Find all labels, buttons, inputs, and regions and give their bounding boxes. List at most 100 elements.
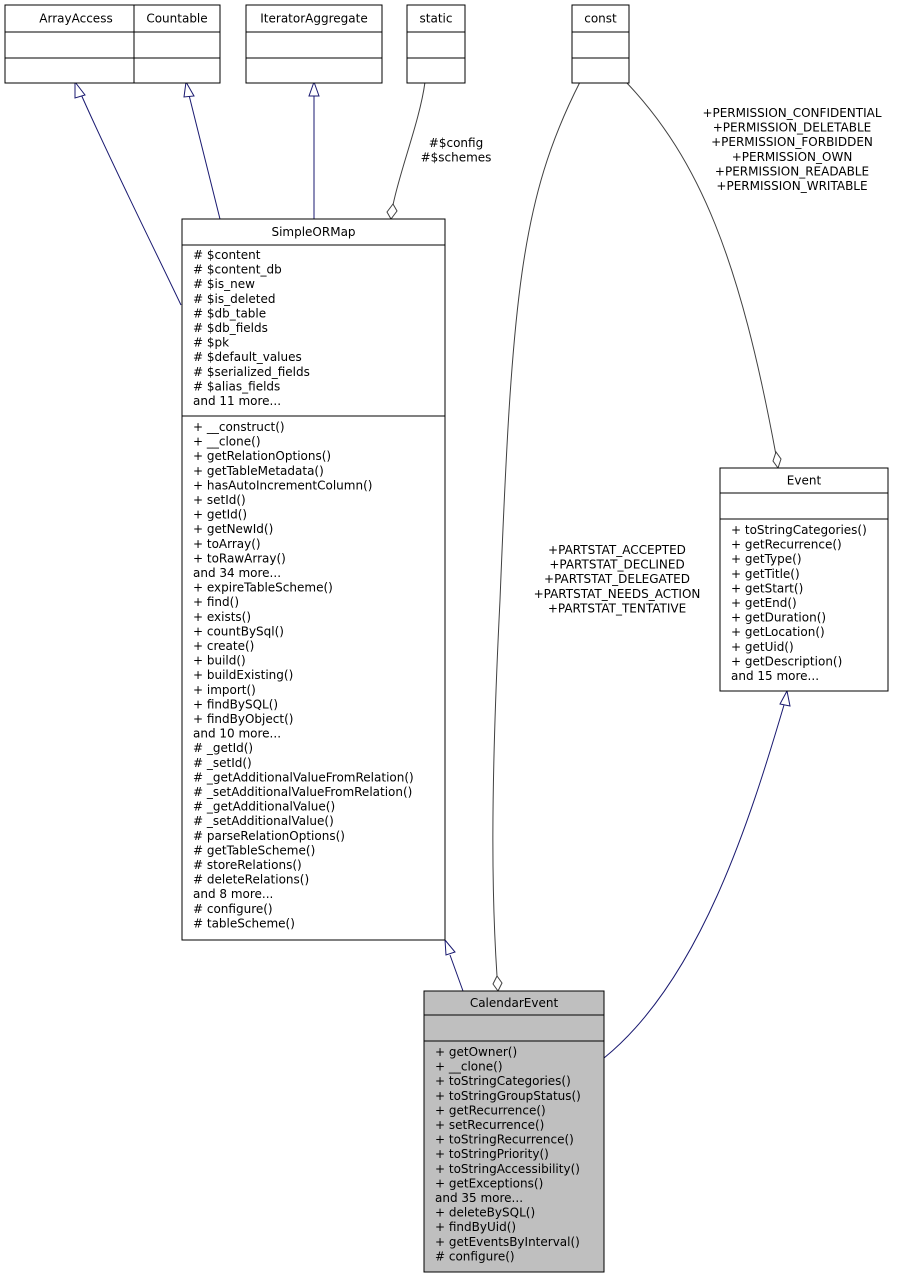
class-method: + create(): [193, 639, 254, 653]
class-method: + hasAutoIncrementColumn(): [193, 478, 372, 492]
class-method: # _setId(): [193, 756, 252, 770]
class-method: + getRecurrence(): [435, 1103, 546, 1117]
class-method: # configure(): [435, 1249, 515, 1263]
class-attribute: # $alias_fields: [193, 379, 280, 393]
arrow-arrayaccess: [74, 80, 86, 99]
class-method: + expireTableScheme(): [193, 581, 333, 595]
class-method: + __clone(): [193, 435, 261, 449]
edge-simpleormap-arrayaccess: [79, 91, 182, 306]
class-method: + toStringCategories(): [731, 523, 867, 537]
class-method: # deleteRelations(): [193, 873, 309, 887]
class-const[interactable]: const: [571, 4, 630, 84]
class-name: const: [584, 12, 617, 26]
class-name: CalendarEvent: [470, 996, 559, 1010]
class-method: and 10 more...: [193, 727, 281, 741]
class-method: + getLocation(): [731, 625, 825, 639]
class-method: # _setAdditionalValueFromRelation(): [193, 785, 412, 799]
class-method: # storeRelations(): [193, 858, 302, 872]
arrow-countable: [183, 80, 195, 98]
class-method: + toStringPriority(): [435, 1147, 549, 1161]
class-event[interactable]: Event+ toStringCategories()+ getRecurren…: [719, 467, 889, 692]
edge-const-calendarevent: [492, 81, 581, 977]
class-method: + exists(): [193, 610, 251, 624]
class-name: ArrayAccess: [39, 12, 112, 26]
class-method: # parseRelationOptions(): [193, 829, 345, 843]
edge-label: +PERMISSION_WRITABLE: [716, 179, 867, 193]
class-box: [719, 467, 889, 692]
class-method: + getOwner(): [435, 1045, 517, 1059]
edge-labels: #$config#$schemes+PERMISSION_CONFIDENTIA…: [421, 106, 882, 615]
arrow-iterator: [308, 80, 320, 97]
class-box: [571, 4, 630, 84]
class-box: [133, 4, 221, 84]
class-box: [245, 4, 383, 84]
class-method: + toArray(): [193, 537, 261, 551]
class-method: + toStringAccessibility(): [435, 1162, 580, 1176]
class-arrayaccess[interactable]: ArrayAccess: [4, 4, 148, 84]
edges: [74, 80, 791, 1059]
class-method: + deleteBySQL(): [435, 1206, 535, 1220]
class-method: + getStart(): [731, 581, 803, 595]
class-method: + getExceptions(): [435, 1176, 543, 1190]
class-box: [406, 4, 466, 84]
class-attribute: # $content_db: [193, 263, 282, 277]
class-method: + toStringRecurrence(): [435, 1133, 574, 1147]
class-iteratoraggregate[interactable]: IteratorAggregate: [245, 4, 383, 84]
class-method: + toStringGroupStatus(): [435, 1089, 581, 1103]
class-method: + getDescription(): [731, 654, 842, 668]
class-method: # _setAdditionalValue(): [193, 814, 334, 828]
diamond-static: [386, 203, 398, 220]
class-method: + getTitle(): [731, 567, 800, 581]
edge-label: #$config: [429, 136, 483, 150]
class-method: + getType(): [731, 552, 802, 566]
class-method: + getUid(): [731, 640, 794, 654]
class-box: [181, 218, 446, 941]
edge-calendarevent-simpleormap: [449, 954, 464, 992]
class-method: # getTableScheme(): [193, 843, 315, 857]
edge-label: +PARTSTAT_TENTATIVE: [548, 601, 686, 615]
class-attribute: # $content: [193, 248, 261, 262]
class-method: + findBySQL(): [193, 697, 278, 711]
class-method: # tableScheme(): [193, 916, 295, 930]
class-attribute: # $serialized_fields: [193, 365, 310, 379]
edge-static-simpleormap: [392, 81, 426, 206]
class-attribute: # $default_values: [193, 350, 302, 364]
class-method: and 8 more...: [193, 887, 273, 901]
class-method: + getEnd(): [731, 596, 797, 610]
class-method: + __clone(): [435, 1060, 503, 1074]
edge-label: +PARTSTAT_DECLINED: [549, 558, 684, 572]
class-method: + getDuration(): [731, 611, 826, 625]
arrow-event: [779, 689, 791, 707]
class-method: # _getAdditionalValue(): [193, 800, 335, 814]
class-name: Countable: [146, 12, 207, 26]
class-countable[interactable]: Countable: [133, 4, 221, 84]
class-name: IteratorAggregate: [260, 12, 367, 26]
edge-const-event: [625, 81, 777, 456]
arrow-simpleormap: [444, 938, 456, 956]
class-name: SimpleORMap: [271, 225, 355, 239]
class-method: + buildExisting(): [193, 668, 293, 682]
class-method: + findByObject(): [193, 712, 293, 726]
class-method: + build(): [193, 654, 246, 668]
diamond-event: [772, 450, 782, 470]
class-method: + getRelationOptions(): [193, 449, 331, 463]
class-method: and 34 more...: [193, 566, 281, 580]
class-method: + findByUid(): [435, 1220, 516, 1234]
edge-label: +PERMISSION_OWN: [732, 150, 853, 164]
edge-label: #$schemes: [421, 151, 492, 165]
class-simpleormap[interactable]: SimpleORMap# $content# $content_db# $is_…: [181, 218, 446, 941]
class-static[interactable]: static: [406, 4, 466, 84]
class-calendarevent[interactable]: CalendarEvent + getOwner()+ __clone() + to…: [423, 990, 605, 1273]
class-method: + getTableMetadata(): [193, 464, 324, 478]
edge-label: +PERMISSION_DELETABLE: [713, 121, 872, 135]
class-attribute: and 11 more...: [193, 394, 281, 408]
class-method: + __construct(): [193, 420, 285, 434]
class-method: + countBySql(): [193, 624, 284, 638]
class-method: # _getAdditionalValueFromRelation(): [193, 770, 414, 784]
edge-calendarevent-event: [603, 704, 785, 1059]
edge-label: +PERMISSION_FORBIDDEN: [711, 135, 873, 149]
class-method: + find(): [193, 595, 239, 609]
class-method: + toRawArray(): [193, 551, 286, 565]
class-method: + setId(): [193, 493, 246, 507]
edge-label: +PARTSTAT_NEEDS_ACTION: [534, 587, 701, 601]
